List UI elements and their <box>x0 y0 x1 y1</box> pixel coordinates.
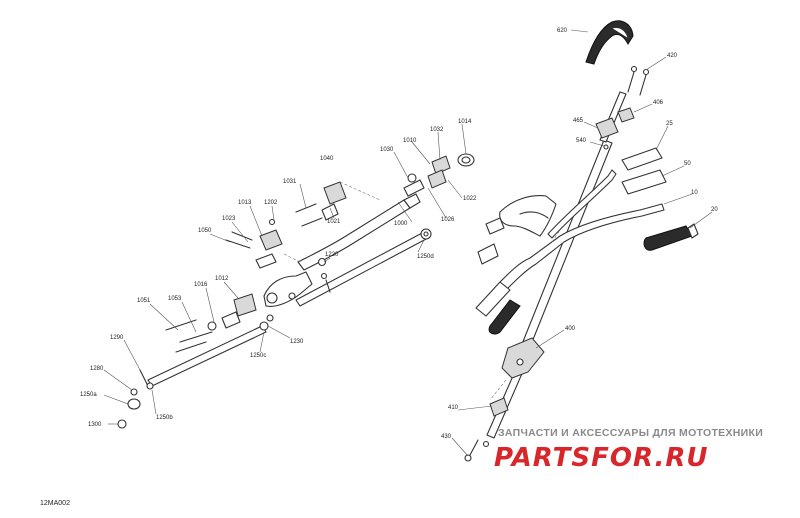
callout-1220: 1220 <box>325 252 339 258</box>
callout-1010: 1010 <box>403 138 417 144</box>
alignment-lines <box>283 181 561 401</box>
callout-540: 540 <box>576 138 587 144</box>
callout-1040: 1040 <box>320 156 334 162</box>
callout-10: 10 <box>691 190 698 196</box>
callout-430: 430 <box>441 434 452 440</box>
callout-1021: 1021 <box>327 219 341 225</box>
callout-410: 410 <box>448 405 459 411</box>
callout-1022: 1022 <box>463 196 477 202</box>
callout-1000: 1000 <box>394 221 408 227</box>
callout-1300: 1300 <box>88 422 102 428</box>
tie-rod-upper <box>295 231 429 307</box>
callout-1250c: 1250c <box>250 353 266 359</box>
tie-rod-lower <box>147 325 267 387</box>
watermark-tagline: ЗАПЧАСТИ И АКСЕССУАРЫ ДЛЯ МОТОТЕХНИКИ <box>498 427 763 439</box>
leader-lines <box>103 29 713 457</box>
callout-1202: 1202 <box>264 200 278 206</box>
steering-column-shaft <box>519 139 613 353</box>
callout-1014: 1014 <box>458 119 472 125</box>
linkage-assembly <box>117 153 475 429</box>
column-bracket <box>501 337 545 379</box>
grip-heater-50 <box>621 169 667 195</box>
handlebar-pad <box>585 20 634 65</box>
callout-1053: 1053 <box>168 296 182 302</box>
watermark-logo: PARTSFOR.RU <box>494 443 708 473</box>
callout-406: 406 <box>653 100 664 106</box>
callout-620: 620 <box>557 28 568 34</box>
steering-column-assembly <box>464 20 699 462</box>
callout-20: 20 <box>711 207 718 213</box>
callout-1026: 1026 <box>441 217 455 223</box>
handlebar <box>499 203 665 291</box>
callout-1250d: 1250d <box>417 254 434 260</box>
callout-1032: 1032 <box>430 127 444 133</box>
callout-1280: 1280 <box>90 366 104 372</box>
left-grip <box>488 299 521 335</box>
watermark: ЗАПЧАСТИ И АКСЕССУАРЫ ДЛЯ МОТОТЕХНИКИ PA… <box>494 427 763 473</box>
callout-465: 465 <box>573 118 584 124</box>
callout-50: 50 <box>684 161 691 167</box>
callout-1030: 1030 <box>380 147 394 153</box>
upper-clamp <box>595 117 619 139</box>
callout-1013: 1013 <box>238 200 252 206</box>
callout-1031: 1031 <box>283 179 297 185</box>
right-grip <box>643 225 693 251</box>
callout-1050: 1050 <box>198 228 212 234</box>
lever-cover <box>499 195 557 237</box>
diagram-code: 12MA002 <box>40 500 70 507</box>
callout-1250b: 1250b <box>156 415 173 421</box>
clamp-1021 <box>323 181 347 205</box>
callout-1290: 1290 <box>110 335 124 341</box>
callout-1250a: 1250a <box>80 392 97 398</box>
callout-1230: 1230 <box>290 339 304 345</box>
callout-400: 400 <box>565 326 576 332</box>
callouts: 620 420 406 465 540 25 50 10 20 400 410 … <box>80 28 718 440</box>
callout-420: 420 <box>667 53 678 59</box>
steering-tube <box>297 199 411 271</box>
callout-25: 25 <box>666 121 673 127</box>
callout-1016: 1016 <box>194 282 208 288</box>
callout-1012: 1012 <box>215 276 229 282</box>
callout-1023: 1023 <box>222 216 236 222</box>
callout-1051: 1051 <box>137 298 151 304</box>
grip-heater-25 <box>621 147 663 171</box>
